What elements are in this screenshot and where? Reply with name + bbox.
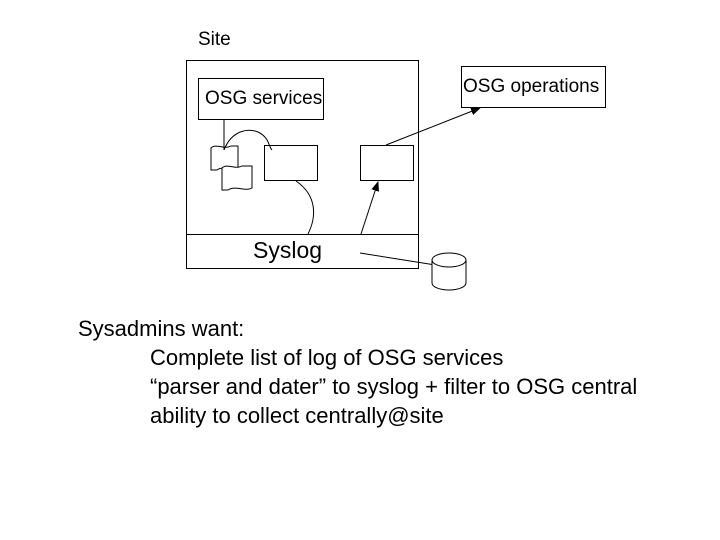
forwarder-box: [360, 145, 414, 181]
osg-operations-label: OSG operations: [463, 76, 600, 97]
syslog-label: Syslog: [253, 237, 323, 263]
log-to-syslog-line: [295, 180, 315, 235]
notes-heading: Sysadmins want:: [78, 316, 245, 341]
syslog-to-forwarder-arrow: [360, 181, 380, 235]
services-to-log-line: [223, 120, 273, 151]
forwarder-to-operations-arrow: [385, 107, 481, 146]
osg-operations-box: [461, 66, 606, 108]
notes-item: Complete list of log of OSG services: [150, 345, 504, 370]
osg-services-box: [198, 78, 324, 120]
log-files-icon: [210, 145, 253, 191]
database-icon: [431, 252, 467, 291]
syslog-bar: [186, 234, 419, 269]
osg-services-label: OSG services: [205, 88, 323, 109]
requirements-notes: Sysadmins want: Complete list of log of …: [78, 314, 637, 430]
log-process-box: [264, 145, 318, 181]
notes-item: ability to collect centrally@site: [150, 403, 444, 428]
notes-item: “parser and dater” to syslog + filter to…: [150, 374, 638, 399]
site-label: Site: [198, 29, 231, 50]
